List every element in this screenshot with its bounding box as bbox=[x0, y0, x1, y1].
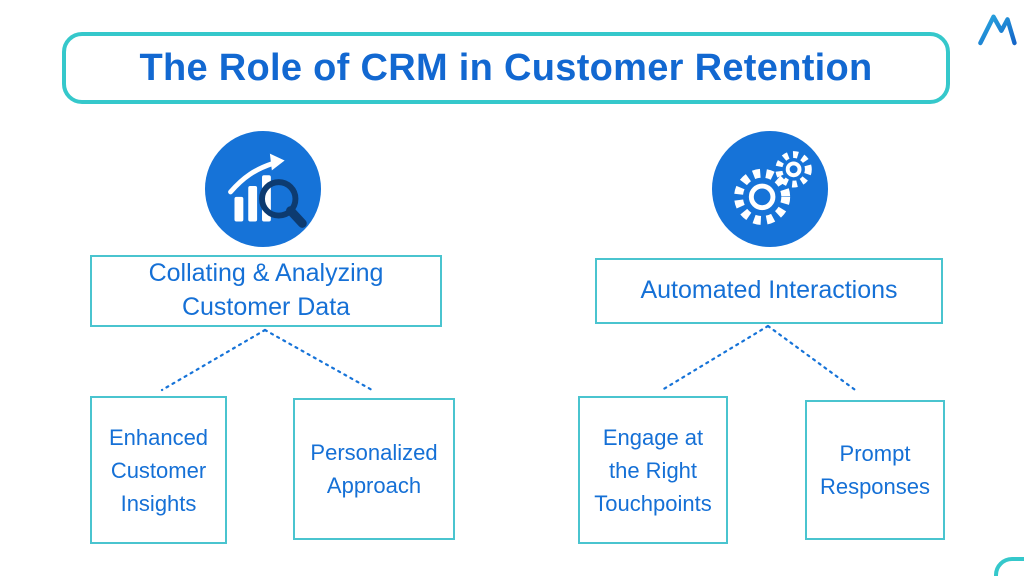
child-box-label: Prompt Responses bbox=[819, 441, 931, 499]
chart-magnifier-icon bbox=[204, 130, 322, 248]
branch-box-label: Automated Interactions bbox=[640, 276, 898, 305]
branch-box-automated-interactions: Automated Interactions bbox=[595, 258, 943, 324]
child-box-label: Enhanced Customer Insights bbox=[108, 424, 209, 516]
branch-box-collating-analyzing: Collating & Analyzing Customer Data bbox=[90, 255, 442, 327]
branch-box-label: Collating & Analyzing Customer Data bbox=[148, 259, 384, 321]
corner-decoration bbox=[994, 557, 1024, 576]
child-box-label: Personalized Approach bbox=[310, 440, 438, 498]
gears-icon bbox=[711, 130, 829, 248]
title-banner: The Role of CRM in Customer Retention bbox=[62, 32, 950, 104]
brand-logo-icon bbox=[976, 8, 1018, 50]
child-box-label: Engage at the Right Touchpoints bbox=[594, 424, 712, 516]
child-box-engage-right-touchpoints: Engage at the Right Touchpoints bbox=[578, 396, 728, 544]
page-title: The Role of CRM in Customer Retention bbox=[139, 46, 873, 89]
child-box-enhanced-customer-insights: Enhanced Customer Insights bbox=[90, 396, 227, 544]
child-box-personalized-approach: Personalized Approach bbox=[293, 398, 455, 540]
child-box-prompt-responses: Prompt Responses bbox=[805, 400, 945, 540]
